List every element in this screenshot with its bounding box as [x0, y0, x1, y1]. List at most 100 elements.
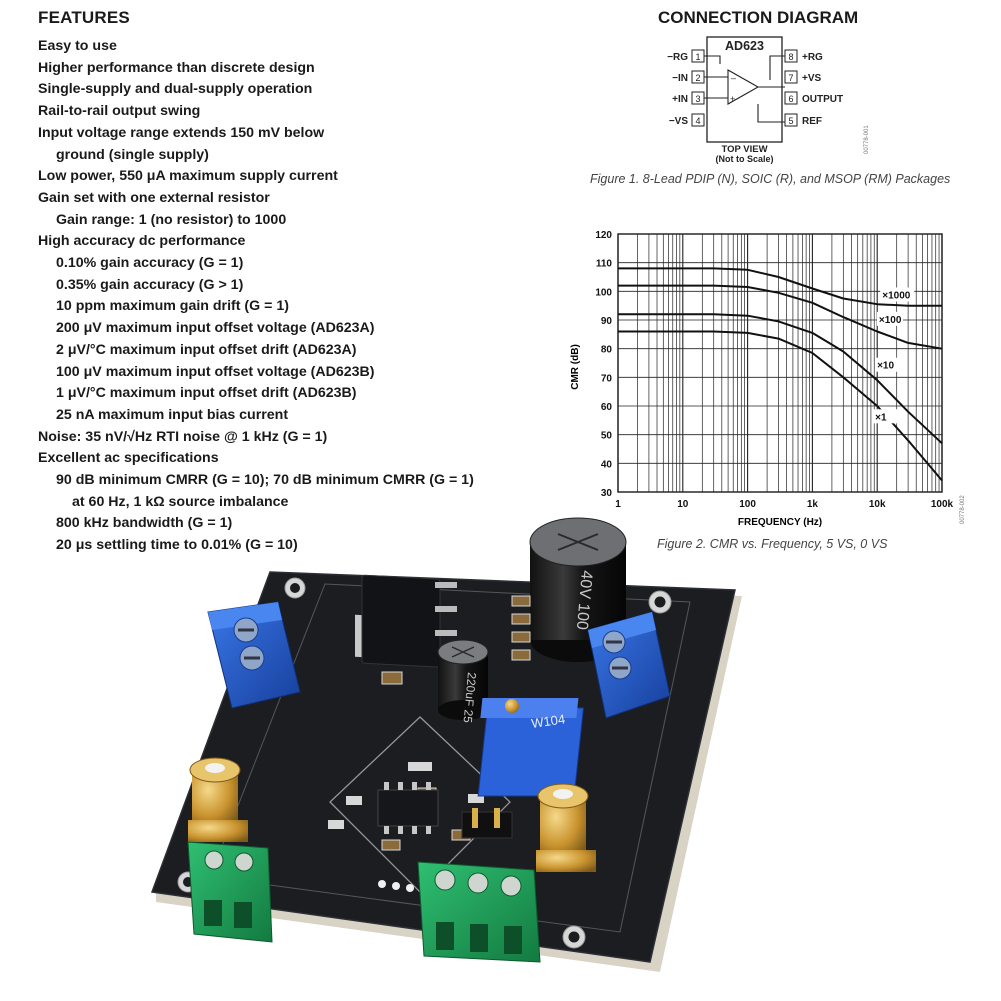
series-label: ×10 — [877, 361, 894, 372]
not-to-scale-label: (Not to Scale) — [715, 154, 773, 164]
potentiometer: W104 — [477, 698, 584, 797]
feature-item: Noise: 35 nV/√Hz RTI noise @ 1 kHz (G = … — [38, 428, 328, 445]
series-label: ×100 — [879, 315, 902, 326]
x-tick-label: 1 — [615, 499, 621, 510]
series-label-bg — [873, 409, 900, 424]
series-line — [618, 284, 943, 350]
feature-item: 20 μs settling time to 0.01% (G = 10) — [56, 537, 298, 554]
feature-item: Gain range: 1 (no resistor) to 1000 — [56, 211, 287, 228]
pin-number: 1 — [695, 52, 700, 62]
feature-item: 200 μV maximum input offset voltage (AD6… — [56, 320, 375, 337]
feature-item: High accuracy dc performance — [38, 233, 246, 250]
feature-item: 10 ppm maximum gain drift (G = 1) — [56, 298, 289, 315]
cap-small-label: 220uF 25 — [461, 672, 479, 724]
green-terminal-block-center — [417, 861, 541, 963]
green-terminal-block-left — [187, 841, 273, 943]
pin-label: +VS — [802, 73, 822, 84]
y-tick-label: 50 — [601, 431, 613, 442]
feature-item: 100 μV maximum input offset voltage (AD6… — [56, 363, 375, 380]
cap-large-label: 40V 100 — [573, 570, 595, 631]
features-title: FEATURES — [38, 8, 130, 27]
chip-name: AD623 — [725, 39, 764, 53]
left-pin-group: 1−RG2−IN3+IN4−VS — [667, 49, 705, 127]
sma-connector-left — [188, 757, 248, 842]
feature-item: 0.35% gain accuracy (G > 1) — [56, 276, 244, 293]
pin-label: −IN — [672, 73, 688, 84]
opamp-symbol — [704, 55, 785, 123]
ad623-ic — [377, 782, 439, 834]
doc-code-1: 00778-001 — [864, 125, 870, 154]
y-tick-label: 120 — [595, 230, 612, 241]
x-tick-label: 10 — [677, 499, 689, 510]
feature-item: Low power, 550 μA maximum supply current — [38, 168, 338, 185]
feature-item: Input voltage range extends 150 mV below — [38, 124, 325, 141]
y-tick-label: 90 — [601, 316, 613, 327]
y-tick-label: 40 — [601, 459, 613, 470]
series-line — [618, 330, 943, 482]
pin-number: 6 — [788, 94, 793, 104]
chart-series: ×1000 ×100 ×10 ×1 — [618, 267, 943, 482]
pin-box-right — [784, 70, 798, 84]
feature-item: 800 kHz bandwidth (G = 1) — [56, 515, 233, 532]
pin-number: 5 — [788, 116, 793, 126]
chip-body — [706, 36, 783, 143]
series-label-bg — [876, 311, 903, 326]
svg-text:–: – — [731, 73, 736, 83]
pin-box-right — [784, 113, 798, 127]
pin-number: 8 — [788, 52, 793, 62]
feature-item: at 60 Hz, 1 kΩ source imbalance — [72, 493, 289, 510]
feature-item: 25 nA maximum input bias current — [56, 406, 289, 423]
series-label-bg — [880, 287, 915, 302]
feature-item: Single-supply and dual-supply operation — [38, 81, 313, 98]
pin-box-left — [691, 70, 705, 84]
top-view-label: TOP VIEW — [721, 144, 767, 155]
y-tick-label: 30 — [601, 488, 613, 499]
feature-item: 1 μV/°C maximum input offset drift (AD62… — [56, 385, 357, 402]
pin-number: 2 — [695, 73, 700, 83]
series-line — [618, 313, 943, 445]
pin-label: −VS — [669, 116, 689, 127]
x-tick-label: 1k — [807, 499, 819, 510]
voltage-regulator — [355, 574, 457, 668]
feature-item: Higher performance than discrete design — [38, 59, 315, 76]
pin-box-left — [691, 49, 705, 63]
y-tick-label: 60 — [601, 402, 613, 413]
connection-diagram-title: CONNECTION DIAGRAM — [658, 8, 859, 27]
series-label: ×1 — [875, 412, 887, 423]
pin-box-right — [784, 91, 798, 105]
chart-x-axis-label: FREQUENCY (Hz) — [738, 517, 822, 527]
pin-box-right — [784, 49, 798, 63]
feature-item: Gain set with one external resistor — [38, 189, 270, 206]
series-line — [618, 267, 942, 307]
pin-label: +RG — [802, 52, 823, 63]
pin-number: 4 — [695, 116, 700, 126]
ad623-module-board-photo: 40V 100 220uF 25 W104 — [150, 517, 742, 972]
feature-item: Easy to use — [38, 38, 117, 54]
series-label: ×1000 — [882, 291, 911, 302]
y-tick-label: 100 — [595, 287, 612, 298]
feature-item: ground (single supply) — [56, 146, 209, 163]
pin-box-left — [691, 113, 705, 127]
svg-text:+: + — [730, 94, 735, 104]
pin-label: REF — [802, 116, 822, 127]
via-holes — [378, 880, 414, 892]
feature-item: Excellent ac specifications — [38, 450, 219, 467]
pin-label: −RG — [667, 52, 688, 63]
y-tick-label: 70 — [601, 373, 613, 384]
feature-item: 90 dB minimum CMRR (G = 10); 70 dB minim… — [56, 472, 474, 489]
figure-2-caption: Figure 2. CMR vs. Frequency, 5 VS, 0 VS — [657, 537, 888, 551]
sma-connector-right — [536, 783, 596, 872]
y-tick-label: 80 — [601, 345, 613, 356]
feature-item: 0.10% gain accuracy (G = 1) — [56, 255, 244, 272]
y-tick-label: 110 — [596, 259, 613, 270]
x-tick-label: 100 — [739, 499, 756, 510]
pot-label: W104 — [530, 711, 566, 731]
pin-number: 3 — [695, 94, 700, 104]
feature-item: Rail-to-rail output swing — [38, 103, 201, 120]
